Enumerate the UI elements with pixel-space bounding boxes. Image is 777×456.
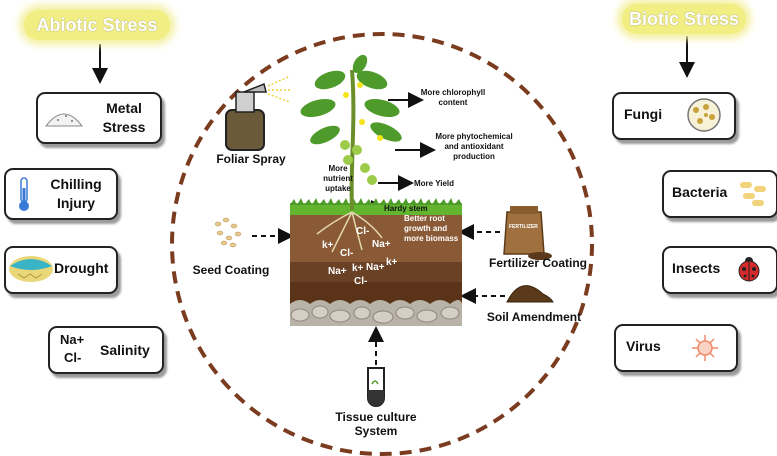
drought-label: Drought — [54, 260, 109, 276]
insects-label: Insects — [672, 260, 721, 276]
virus-label: Virus — [626, 338, 661, 354]
chloride-ion-text: Cl- — [64, 350, 82, 365]
thermometer-icon — [19, 177, 29, 211]
drought-box: Drought — [4, 246, 118, 294]
biotic-stress-title: Biotic Stress — [622, 4, 746, 34]
soil-ion: Cl- — [354, 276, 368, 287]
soil-ion: k+ — [352, 263, 364, 274]
fertilizer-bag-text: FERTILIZER — [509, 224, 538, 230]
fertilizer-bag-illustration — [503, 206, 552, 260]
fungi-label: Fungi — [624, 106, 663, 122]
phytochemical-effect-label: More phytochemical and antioxidant produ… — [435, 132, 513, 161]
dry-land-icon — [9, 256, 53, 282]
foliar-spray-label: Foliar Spray — [216, 152, 286, 166]
fungi-box: Fungi — [612, 92, 736, 140]
soil-ion: k+ — [322, 240, 334, 251]
metal-stress-label: Metal Stress — [102, 100, 146, 135]
powder-pile-icon — [44, 113, 84, 127]
bacteria-box: Bacteria — [662, 170, 777, 218]
spray-bottle-illustration — [225, 75, 292, 151]
petri-dish-icon — [687, 98, 721, 132]
chilling-injury-label: Chilling Injury — [50, 176, 102, 211]
bacteria-label: Bacteria — [672, 184, 728, 200]
soil-ion: Cl- — [356, 226, 370, 237]
metal-stress-box: Metal Stress — [36, 92, 162, 144]
chilling-injury-box: Chilling Injury — [4, 168, 118, 220]
ladybug-icon — [738, 257, 760, 282]
soil-ion: Na+ — [372, 239, 391, 250]
salinity-label: Salinity — [100, 342, 150, 358]
soil-ion: Na+ — [328, 266, 347, 277]
test-tube-illustration — [367, 367, 385, 407]
root-effect-label: Better root growth and more biomass — [404, 214, 459, 243]
plant-illustration — [300, 54, 402, 211]
fertilizer-coating-label: Fertilizer Coating — [488, 256, 587, 270]
chlorophyll-effect-label: More chlorophyll content — [420, 88, 486, 107]
virus-box: Virus — [614, 324, 738, 372]
virus-icon — [692, 335, 718, 361]
tissue-culture-label: Tissue culture System — [335, 410, 417, 438]
soil-ion: Na+ — [366, 262, 385, 273]
soil-ion: k+ — [386, 257, 398, 268]
abiotic-stress-title: Abiotic Stress — [24, 10, 170, 40]
soil-pile-illustration — [506, 285, 554, 303]
stem-effect-label: Hardy stem — [384, 204, 428, 213]
seed-pile-illustration — [214, 217, 242, 248]
insects-box: Insects — [662, 246, 777, 294]
nutrient-effect-label: More nutrient uptake — [323, 164, 353, 193]
bacteria-icon — [740, 182, 766, 206]
soil-amendment-label: Soil Amendment — [486, 310, 582, 324]
salinity-box: Na+ Cl- Salinity — [48, 326, 164, 374]
yield-effect-label: More Yield — [414, 179, 455, 188]
dashed-circle — [170, 32, 594, 456]
soil-block — [290, 198, 462, 326]
soil-ion: Cl- — [340, 248, 354, 259]
seed-coating-label: Seed Coating — [192, 263, 270, 277]
sodium-ion-text: Na+ — [60, 332, 85, 347]
